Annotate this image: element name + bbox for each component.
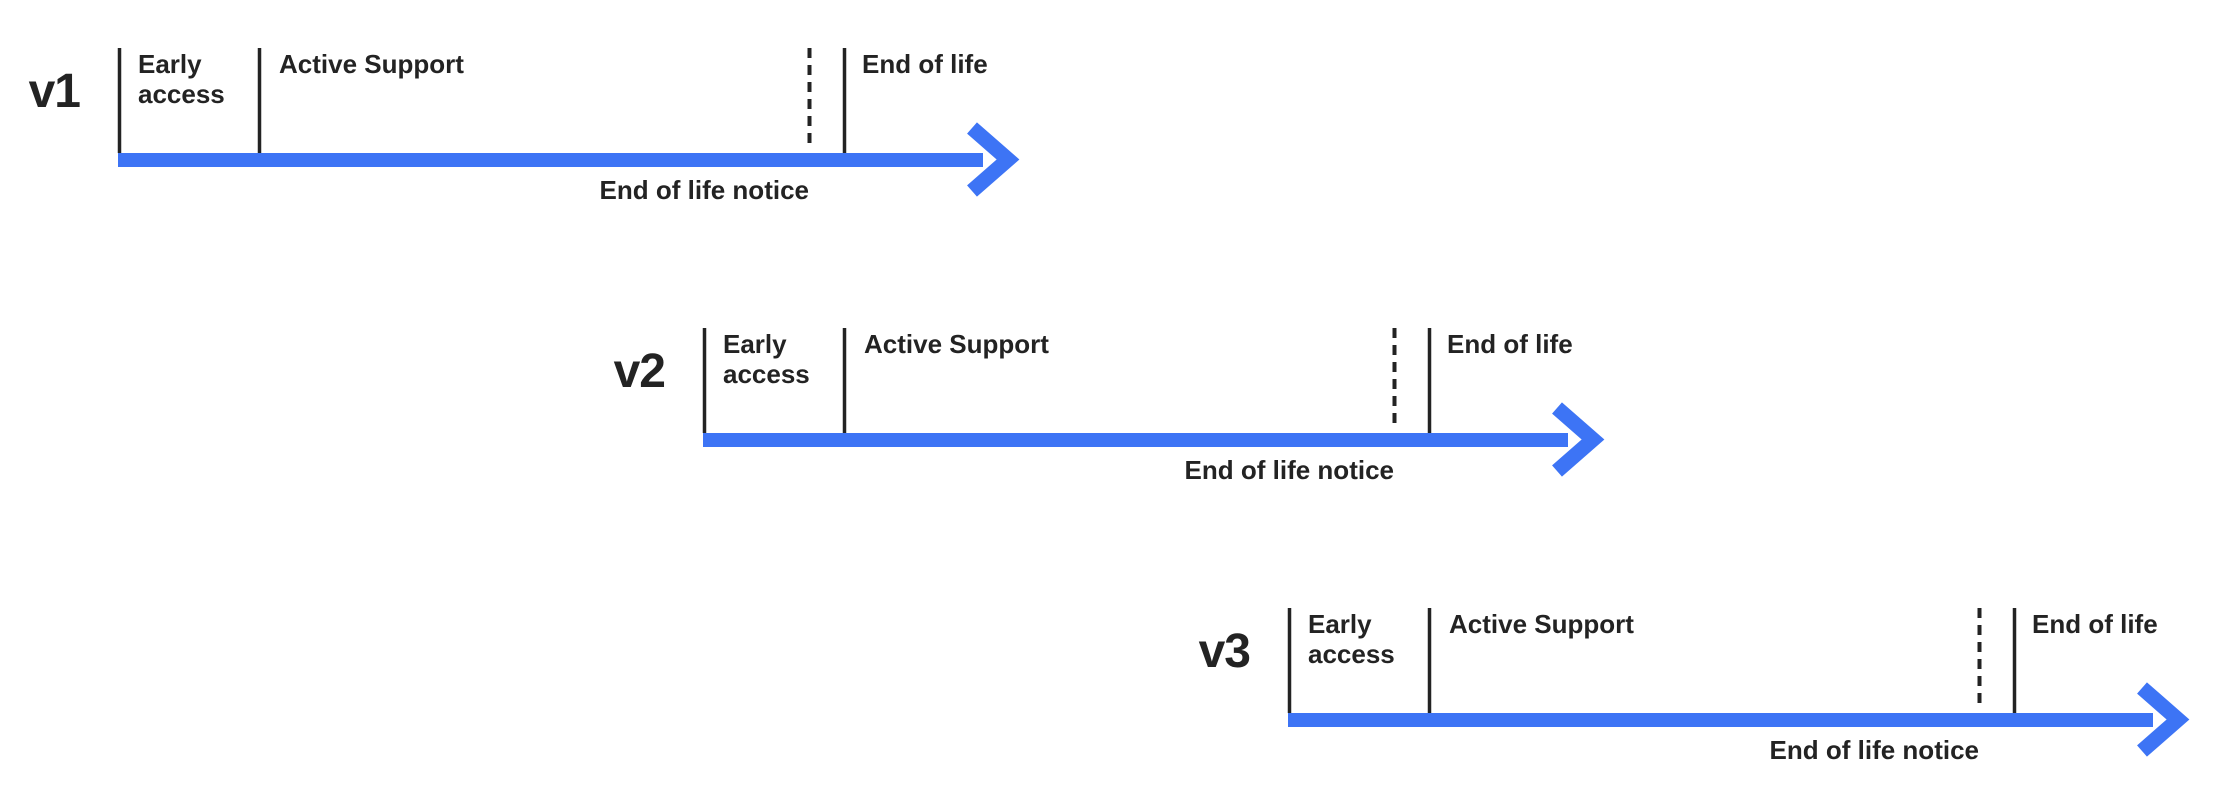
version-label: v3 bbox=[1198, 625, 1251, 678]
version-label: v1 bbox=[28, 65, 81, 118]
phase-label-active-support: Active Support bbox=[279, 49, 464, 79]
timeline-art-v3 bbox=[1287, 608, 2190, 757]
timeline-row-v2: v2 Early access Active Support End of li… bbox=[453, 328, 1663, 503]
timeline-bar bbox=[1288, 713, 2153, 727]
timeline-art-v1 bbox=[117, 48, 1020, 197]
early-access-line2: access bbox=[1308, 639, 1395, 669]
timeline-bar bbox=[118, 153, 983, 167]
phase-label-active-support: Active Support bbox=[864, 329, 1049, 359]
phase-label-end-of-life: End of life bbox=[2032, 609, 2158, 639]
phase-label-end-of-life: End of life bbox=[862, 49, 988, 79]
timeline-arrowhead-icon bbox=[1552, 402, 1605, 477]
timeline-arrowhead-icon bbox=[2137, 682, 2190, 757]
phase-label-end-of-life-notice: End of life notice bbox=[1769, 735, 1979, 765]
phase-label-early-access: Early access bbox=[1308, 609, 1395, 669]
phase-label-end-of-life: End of life bbox=[1447, 329, 1573, 359]
early-access-line2: access bbox=[138, 79, 225, 109]
early-access-line1: Early bbox=[723, 329, 787, 359]
early-access-line2: access bbox=[723, 359, 810, 389]
timeline-bar bbox=[703, 433, 1568, 447]
timeline-row-v3: v3 Early access Active Support End of li… bbox=[1038, 608, 2228, 783]
phase-label-early-access: Early access bbox=[138, 49, 225, 109]
early-access-line1: Early bbox=[138, 49, 202, 79]
version-label: v2 bbox=[613, 345, 666, 398]
timeline-arrowhead-icon bbox=[967, 122, 1020, 197]
phase-label-end-of-life-notice: End of life notice bbox=[1184, 455, 1394, 485]
timeline-art-v2 bbox=[702, 328, 1605, 477]
phase-label-end-of-life-notice: End of life notice bbox=[599, 175, 809, 205]
timeline-row-v1: v1 Early access Active Support End of li… bbox=[0, 48, 1078, 223]
early-access-line1: Early bbox=[1308, 609, 1372, 639]
phase-label-early-access: Early access bbox=[723, 329, 810, 389]
phase-label-active-support: Active Support bbox=[1449, 609, 1634, 639]
